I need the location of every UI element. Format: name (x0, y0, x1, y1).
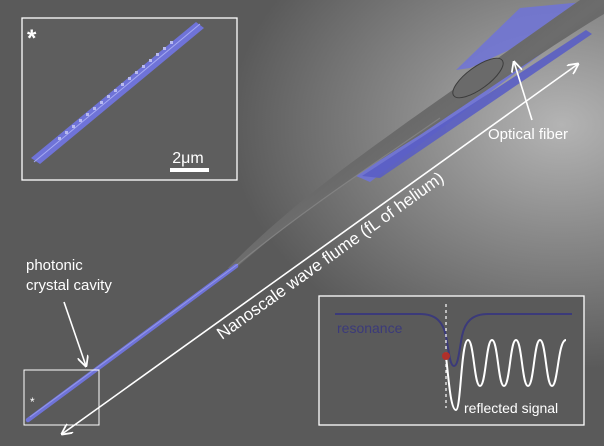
sem-inset: * 2μm (21, 17, 238, 181)
signal-inset: resonance reflected signal (318, 295, 585, 426)
photonic-pointer (63, 301, 86, 366)
resonance-curve (335, 313, 572, 368)
flume-arrow (62, 64, 578, 434)
resonance-label: resonance (337, 320, 403, 336)
cavity-highlight-box (23, 369, 100, 426)
resonance-marker (442, 352, 450, 360)
inset-holes (58, 41, 173, 140)
optical-fiber-pointer (514, 62, 533, 121)
reflected-signal-curve (445, 338, 567, 412)
inset-beam-edge (33, 23, 201, 163)
photonic-label-line2: crystal cavity (26, 277, 112, 294)
reflected-signal-label: reflected signal (464, 400, 558, 416)
scale-bar-label: 2μm (172, 150, 203, 167)
optical-fiber-label: Optical fiber (488, 126, 568, 143)
photonic-label-line1: photonic (26, 257, 83, 274)
cavity-star: * (30, 395, 35, 409)
sem-inset-background (21, 17, 238, 181)
inset-star: * (27, 25, 37, 52)
scale-bar (170, 168, 209, 172)
